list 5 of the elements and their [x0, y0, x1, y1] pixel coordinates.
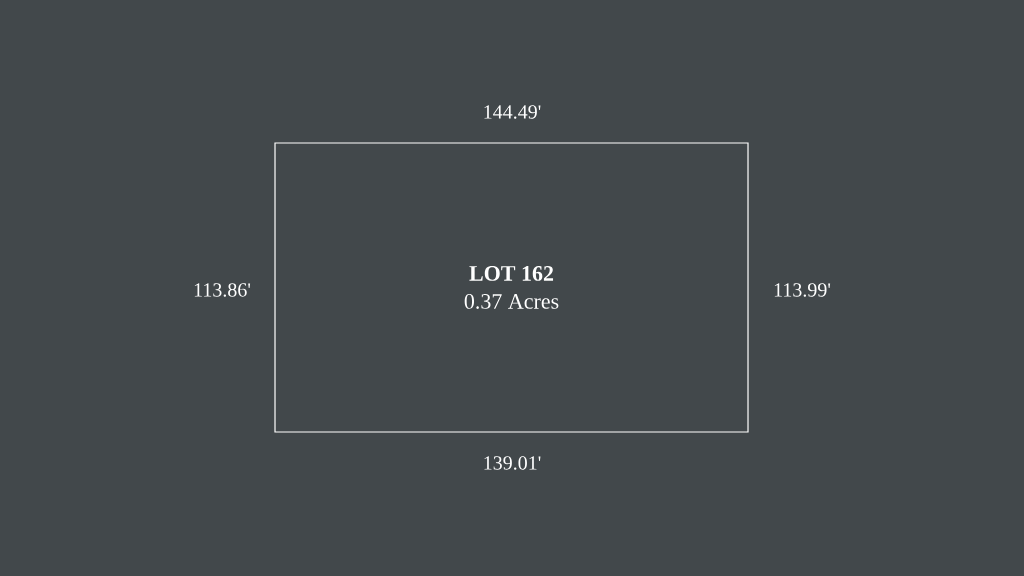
lot-boundary: LOT 162 0.37 Acres — [274, 142, 749, 433]
dimension-label: 113.86' — [194, 283, 251, 297]
dimension-label: 139.01' — [484, 456, 541, 470]
dimension-label: 113.99' — [774, 283, 831, 297]
dimension-label: 144.49' — [484, 105, 541, 119]
